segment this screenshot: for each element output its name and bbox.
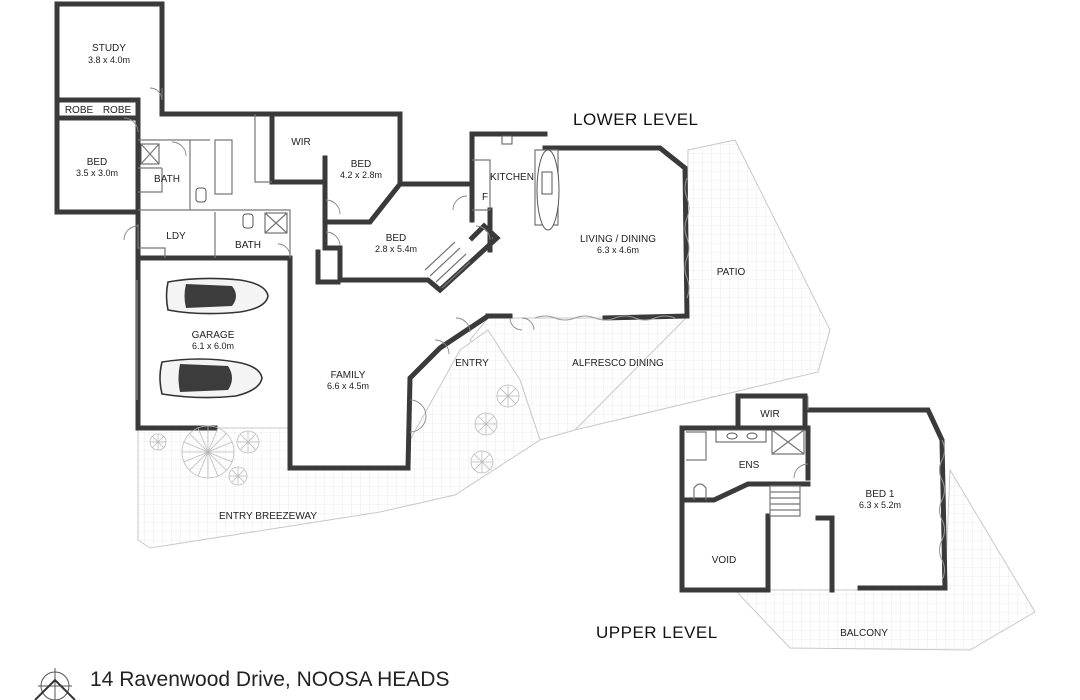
toilet-fixture (195, 187, 207, 203)
interior-details (136, 114, 690, 400)
room-balcony-name: BALCONY (840, 628, 888, 639)
car-icon (165, 277, 269, 315)
room-bed-low-name: BED (386, 233, 407, 244)
room-family-dim: 6.6 x 4.5m (327, 381, 369, 391)
room-ldy-name: LDY (166, 231, 186, 242)
property-address: 14 Ravenwood Drive, NOOSA HEADS (90, 668, 449, 691)
room-bed-sw-name: BED (87, 157, 108, 168)
upper-details (686, 396, 945, 581)
room-living-dim: 6.3 x 4.6m (597, 245, 639, 255)
room-family-name: FAMILY (331, 370, 366, 381)
room-ens-name: ENS (739, 460, 760, 471)
room-bed-sw-dim: 3.5 x 3.0m (76, 168, 118, 178)
room-garage-dim: 6.1 x 6.0m (192, 341, 234, 351)
outdoor-areas (137, 139, 1036, 651)
room-bed-mid-name: BED (351, 159, 372, 170)
room-bath2-name: BATH (235, 240, 261, 251)
room-bed-mid-dim: 4.2 x 2.8m (340, 170, 382, 180)
room-labels: STUDY 3.8 x 4.0m ROBE ROBE BED 3.5 x 3.0… (65, 43, 901, 639)
room-wir-lower-name: WIR (291, 137, 310, 148)
lower-level-label: LOWER LEVEL (573, 110, 699, 129)
compass-icon (34, 668, 76, 700)
upper-level-walls (679, 393, 948, 593)
room-wir-upper-name: WIR (760, 409, 779, 420)
kitchen-sink (541, 171, 553, 195)
room-entry-name: ENTRY (455, 358, 489, 369)
doors (123, 87, 535, 433)
vanity (715, 429, 767, 443)
upper-level-label: UPPER LEVEL (596, 623, 718, 642)
room-alfresco-name: ALFRESCO DINING (572, 358, 664, 369)
room-fridge-name: F (482, 192, 488, 203)
room-garage-name: GARAGE (192, 330, 235, 341)
room-robe2-name: ROBE (103, 105, 132, 116)
room-bed1-name: BED 1 (866, 489, 895, 500)
room-patio-name: PATIO (717, 267, 746, 278)
room-bed1-dim: 6.3 x 5.2m (859, 500, 901, 510)
room-bed-low-dim: 2.8 x 5.4m (375, 244, 417, 254)
room-void-name: VOID (712, 555, 736, 566)
room-kitchen-name: KITCHEN (490, 172, 534, 183)
room-bath1-name: BATH (154, 174, 180, 185)
room-study-dim: 3.8 x 4.0m (88, 55, 130, 65)
room-breezeway-name: ENTRY BREEZEWAY (219, 511, 317, 522)
cooktop (501, 135, 513, 145)
toilet-fixture (242, 213, 254, 229)
room-robe1-name: ROBE (65, 105, 94, 116)
plant-icon (149, 384, 520, 486)
car-icon (159, 358, 263, 399)
room-study-name: STUDY (92, 43, 126, 54)
room-living-name: LIVING / DINING (580, 234, 656, 245)
